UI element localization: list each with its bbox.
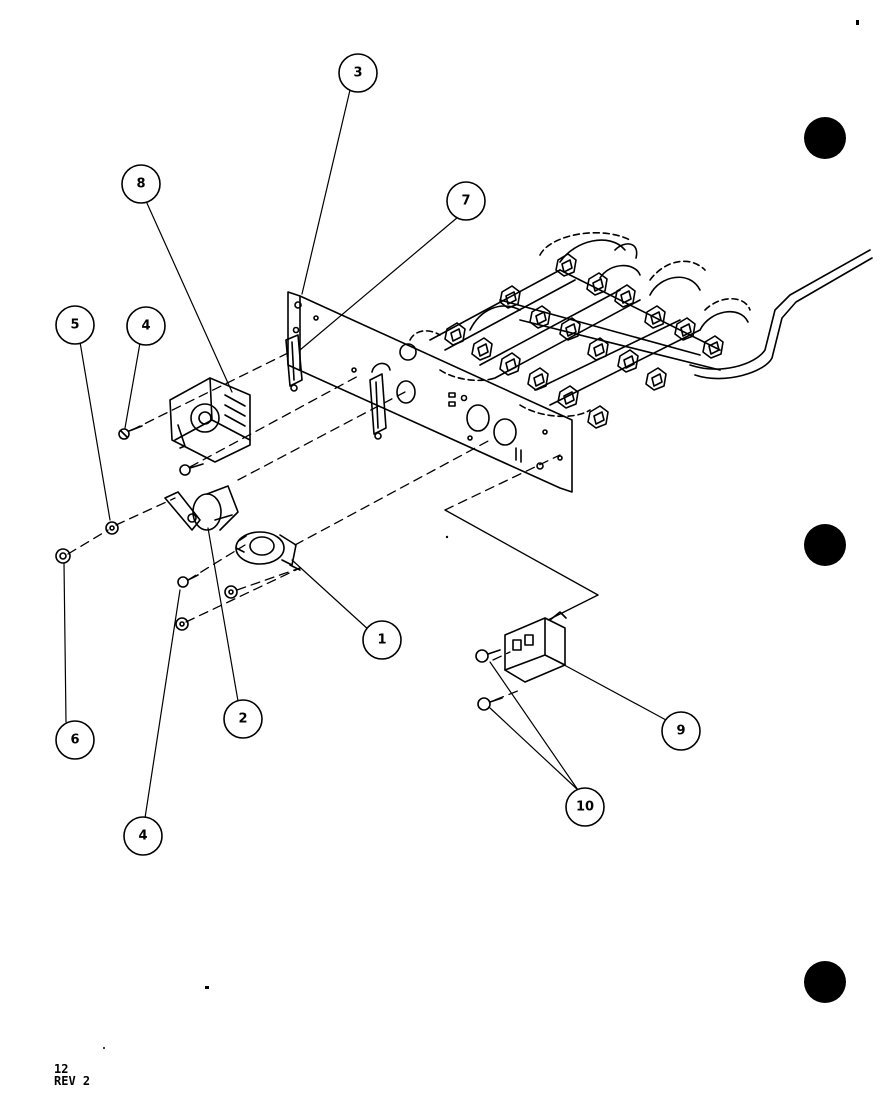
alignment-lines — [67, 351, 561, 701]
callout-8-label: 8 — [136, 177, 145, 192]
callout-4-lower-label: 4 — [138, 829, 147, 844]
fasteners — [55, 425, 503, 711]
element-clips — [444, 253, 724, 429]
callout-3-label: 3 — [353, 66, 362, 81]
heating-element-assembly — [409, 232, 751, 429]
callout-4-lower: 4 — [123, 816, 163, 856]
binder-hole-bottom — [804, 961, 846, 1003]
callout-5-label: 5 — [70, 318, 79, 333]
revision-label: REV 2 — [54, 1074, 91, 1088]
callout-4-upper: 4 — [126, 306, 166, 346]
fan-relay — [169, 377, 251, 463]
binder-hole-top — [804, 117, 846, 159]
callout-4-upper-label: 4 — [141, 319, 150, 334]
callout-6: 6 — [55, 720, 95, 760]
callout-7: 7 — [446, 181, 486, 221]
page-number: 12 — [54, 1062, 69, 1076]
terminal-block — [504, 611, 567, 683]
limit-switch-pair — [285, 334, 391, 440]
support-rod — [689, 249, 873, 380]
terminal-block-bracket-line — [444, 509, 599, 621]
page-footer: 12 REV 2 — [54, 1063, 90, 1087]
callout-3: 3 — [338, 53, 378, 93]
callout-1-label: 1 — [377, 633, 386, 648]
binder-hole-middle — [804, 524, 846, 566]
callout-7-label: 7 — [461, 194, 470, 209]
callout-6-label: 6 — [70, 733, 79, 748]
thermal-limit-control — [164, 485, 239, 531]
stray-marks — [103, 20, 859, 1049]
callouts: 1 2 3 4 4 5 6 7 8 9 10 — [55, 53, 701, 856]
callout-8: 8 — [121, 164, 161, 204]
callout-5: 5 — [55, 305, 95, 345]
callout-2: 2 — [223, 699, 263, 739]
callout-10-label: 10 — [576, 800, 594, 815]
callout-9-label: 9 — [676, 724, 685, 739]
callout-1: 1 — [362, 620, 402, 660]
leader-lines — [63, 89, 667, 819]
sequencer-switch — [235, 531, 301, 571]
callout-10: 10 — [565, 787, 605, 827]
callout-9: 9 — [661, 711, 701, 751]
binder-holes — [804, 117, 846, 1003]
callout-2-label: 2 — [238, 712, 247, 727]
